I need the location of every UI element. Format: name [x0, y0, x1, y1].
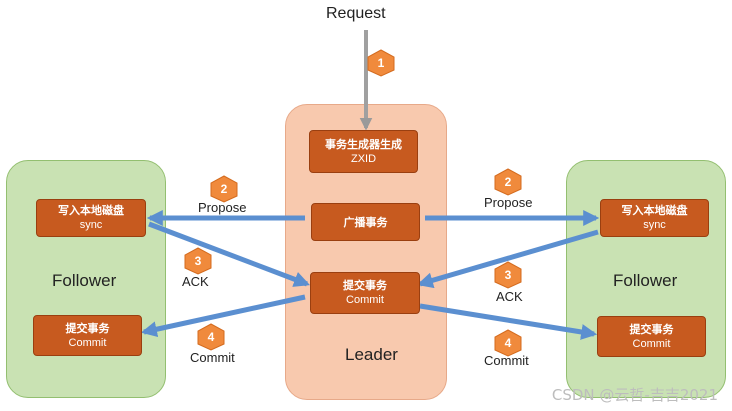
- follower-right-commit-zh: 提交事务: [629, 322, 674, 336]
- step-badge-4-right: 4: [496, 331, 520, 355]
- follower-left-sync-box: 写入本地磁盘 sync: [36, 199, 146, 237]
- follower-right-sync-box: 写入本地磁盘 sync: [600, 199, 709, 237]
- follower-left-title: Follower: [52, 271, 117, 290]
- ack-right-arrow: [416, 229, 599, 289]
- commit-left-arrow: [140, 294, 306, 338]
- leader-broadcast-box: 广播事务: [311, 203, 420, 241]
- leader-zxid-box: 事务生成器生成 ZXID: [309, 130, 418, 173]
- ack-right-label: ACK: [496, 289, 523, 304]
- follower-left-commit-en: Commit: [68, 336, 107, 349]
- commit-right-arrow: [419, 303, 598, 340]
- badge-1-shape: [367, 49, 395, 77]
- step-badge-2-right: 2: [496, 170, 520, 194]
- step-badge-4-left: 4: [199, 325, 223, 349]
- step-badge-shapes: [184, 49, 522, 357]
- badge-3-right-shape: [494, 261, 522, 289]
- step-badge-2-left-number: 2: [220, 182, 228, 196]
- leader-title: Leader: [345, 345, 398, 364]
- follower-right-commit-box: 提交事务 Commit: [597, 316, 706, 357]
- badge-4-left-shape: [197, 323, 225, 351]
- csdn-watermark: CSDN @云哲-吉吉2021: [551, 386, 718, 404]
- request-label: Request: [326, 5, 386, 22]
- badge-3-left-shape: [184, 247, 212, 275]
- leader-commit-box: 提交事务 Commit: [310, 272, 420, 314]
- leader-commit-zh: 提交事务: [343, 279, 387, 292]
- ack-left-label: ACK: [182, 274, 209, 289]
- commit-left-label: Commit: [190, 350, 235, 365]
- leader-commit-en: Commit: [346, 294, 384, 306]
- step-badge-4-right-number: 4: [504, 336, 512, 350]
- follower-left-commit-zh: 提交事务: [65, 321, 110, 335]
- follower-right-sync-zh: 写入本地磁盘: [621, 204, 688, 217]
- propose-left-label: Propose: [198, 200, 247, 215]
- step-badge-2-right-number: 2: [504, 175, 512, 189]
- ack-left-arrow: [148, 221, 310, 287]
- commit-right-label: Commit: [484, 353, 529, 368]
- badge-4-right-shape: [494, 329, 522, 357]
- leader-zxid-en: ZXID: [350, 152, 377, 165]
- step-badge-1: 1: [369, 51, 393, 75]
- step-badge-3-left: 3: [186, 249, 210, 273]
- follower-right-commit-en: Commit: [632, 337, 671, 350]
- badge-2-right-shape: [494, 168, 522, 196]
- step-badge-2-left: 2: [212, 177, 236, 201]
- follower-left-sync-en: sync: [79, 219, 103, 231]
- leader-zxid-zh: 事务生成器生成: [325, 137, 402, 151]
- step-badge-3-right-number: 3: [504, 268, 512, 282]
- step-badge-1-number: 1: [377, 56, 385, 70]
- badge-2-left-shape: [210, 175, 238, 203]
- step-badge-3-right: 3: [496, 263, 520, 287]
- follower-right-title: Follower: [613, 271, 678, 290]
- propose-right-label: Propose: [484, 195, 533, 210]
- follower-right-sync-en: sync: [643, 219, 666, 231]
- step-badge-4-left-number: 4: [207, 330, 215, 344]
- step-badge-3-left-number: 3: [194, 254, 202, 268]
- leader-broadcast-zh: 广播事务: [343, 215, 388, 229]
- follower-left-sync-zh: 写入本地磁盘: [58, 204, 124, 217]
- follower-left-commit-box: 提交事务 Commit: [33, 315, 142, 356]
